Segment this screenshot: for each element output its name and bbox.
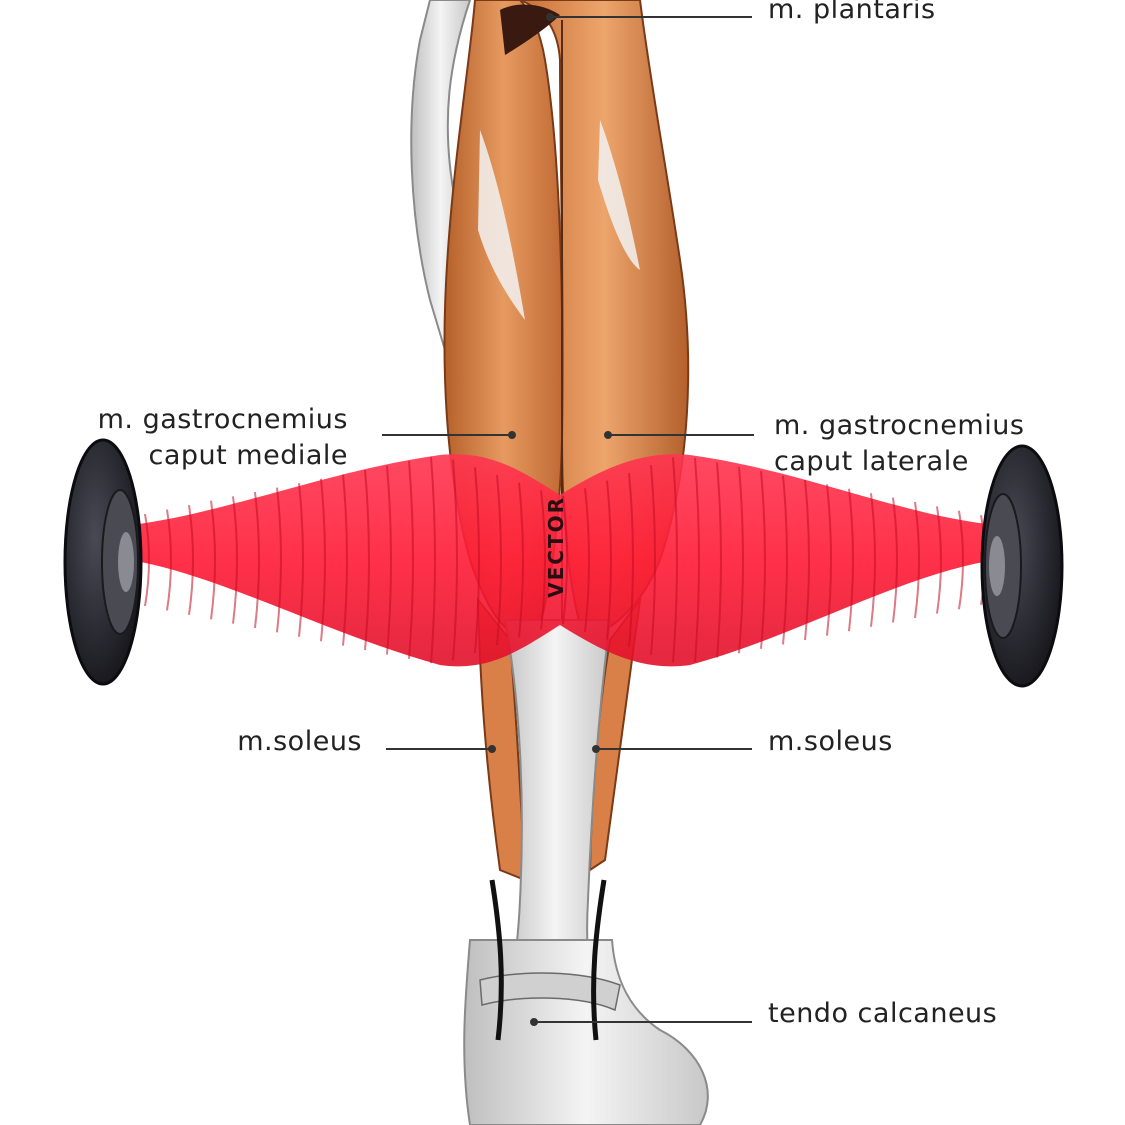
roller-ridge [254, 491, 260, 629]
roller-ridge [760, 471, 766, 649]
leader-lines [382, 13, 754, 1026]
label-plantaris-text: m. plantaris [768, 0, 936, 25]
roller-ridge [804, 479, 810, 641]
roller-ridge [188, 505, 194, 615]
tendon-dark-line-left [489, 879, 504, 1041]
label-gastrocnemius-lateral: m. gastrocnemius caput laterale [774, 408, 1024, 480]
roller-ridge [716, 462, 722, 658]
roller-ridge [870, 493, 876, 627]
roller-ridge [474, 467, 480, 653]
roller-ridge [958, 510, 964, 610]
roller-ridge [408, 461, 414, 659]
roller-ridge [694, 457, 700, 663]
roller-ridge [892, 497, 898, 623]
label-soleus-left-text: m.soleus [237, 726, 362, 757]
roller-ridge [166, 509, 172, 611]
roller-ridge [936, 506, 942, 614]
roller-brand-text: VECTOR [544, 496, 568, 598]
muscle-highlight-left [478, 130, 525, 320]
roller-ridge [430, 456, 436, 664]
roller-ridge [540, 490, 546, 630]
label-soleus-right: m.soleus [768, 724, 893, 760]
roller-ridge [496, 474, 502, 646]
roller-ridge [738, 466, 744, 654]
roller-ridge [386, 465, 392, 655]
roller-ridge [210, 500, 216, 620]
label-tendo-calcaneus: tendo calcaneus [768, 996, 997, 1032]
roller-wheel-right [980, 444, 1064, 688]
roller-ridge [628, 472, 634, 648]
roller-ridges [144, 456, 986, 664]
roller-ridge [562, 495, 568, 625]
roller-ridge [320, 478, 326, 642]
label-tendo-text: tendo calcaneus [768, 998, 998, 1029]
roller-ridge [914, 501, 920, 619]
roller-ridge [342, 474, 348, 646]
roller-ridge [672, 457, 678, 663]
tendon-dark-line-right [591, 879, 607, 1041]
massage-roller [63, 438, 1064, 688]
roller-ridge [650, 465, 656, 655]
roller-ridge [276, 487, 282, 633]
label-gastrocnemius-medial: m. gastrocnemius caput mediale [90, 402, 348, 474]
muscle-highlight-right [598, 120, 640, 270]
label-soleus-right-text: m.soleus [768, 726, 893, 757]
plantaris-muscle [500, 4, 560, 56]
roller-ridge [232, 496, 238, 624]
roller-ridge [606, 480, 612, 640]
label-gastro-medial-line1: m. gastrocnemius [97, 404, 348, 435]
label-plantaris: m. plantaris [768, 0, 936, 28]
roller-ridge [518, 482, 524, 638]
roller-ridge [364, 469, 370, 651]
roller-ridge [848, 488, 854, 632]
label-gastro-lateral-line2: caput laterale [774, 446, 969, 477]
roller-ridge [782, 475, 788, 645]
roller-ridge [144, 513, 150, 607]
label-gastro-lateral-line1: m. gastrocnemius [774, 410, 1025, 441]
roller-ridge [298, 483, 304, 637]
roller-ridge [452, 459, 458, 661]
roller-ridge [826, 484, 832, 636]
soleus-left [476, 597, 527, 882]
label-soleus-left: m.soleus [228, 724, 362, 760]
label-gastro-medial-line2: caput mediale [148, 440, 348, 471]
roller-wheel-left [63, 438, 143, 686]
roller-ridge [584, 488, 590, 632]
heel-tendon-band [479, 972, 621, 1012]
